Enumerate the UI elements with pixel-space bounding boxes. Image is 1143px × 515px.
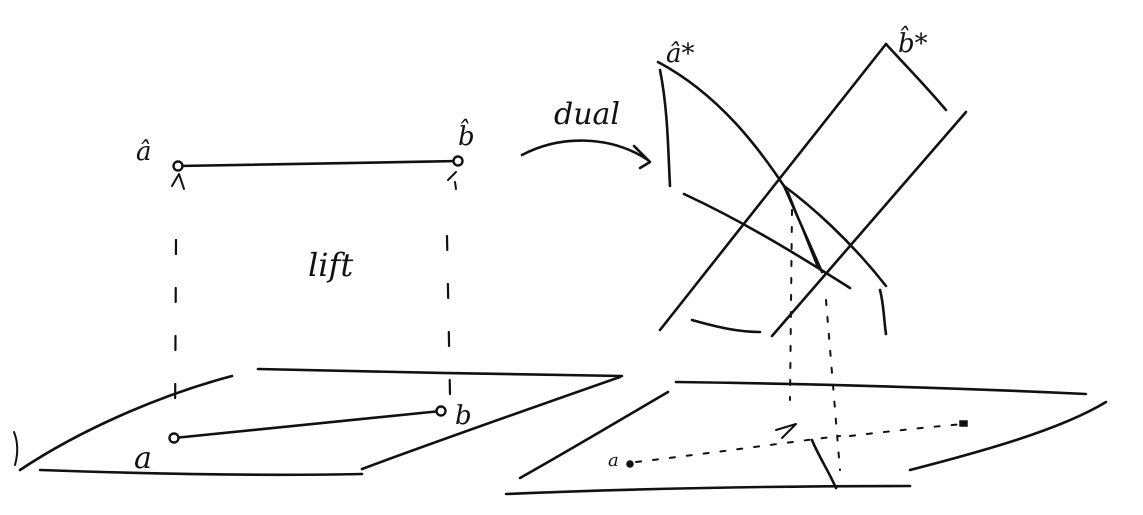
- tick-b-hat: [447, 171, 457, 190]
- plane-r-dash-2: [849, 423, 965, 437]
- projection-line-1: [789, 209, 793, 401]
- label-a-right: a: [608, 450, 619, 471]
- lifted-segment: [176, 159, 460, 168]
- projected-segment: [172, 409, 443, 440]
- dual-arrow-curve: [520, 139, 650, 162]
- label-b: b: [455, 401, 472, 431]
- point-a-hat: [172, 160, 184, 172]
- dual-arrow-head: [632, 144, 652, 170]
- left-figure: â b̂ lift a b: [13, 118, 624, 477]
- plane-bottom-edge: [38, 468, 364, 477]
- plane-a-star-right: [878, 288, 888, 336]
- intersection-segment-b: [787, 191, 819, 269]
- plane-top-edge: [256, 367, 624, 378]
- plane-r-bottom-edge: [504, 484, 912, 496]
- plane-a-star-bottom: [682, 192, 852, 290]
- point-b-hat: [452, 155, 464, 167]
- label-a: a: [134, 441, 152, 476]
- plane-side-mark: [13, 431, 19, 466]
- label-lift: lift: [308, 246, 353, 284]
- plane-r-left-edge: [518, 390, 670, 480]
- dual-arrow-group: dual: [520, 97, 652, 170]
- plane-b-star-left-edge: [658, 42, 888, 332]
- lift-line-left: [173, 238, 178, 427]
- plane-r-top-edge: [674, 380, 1088, 396]
- plane-a-star-lower: [690, 318, 762, 334]
- plane-left-edge: [18, 374, 234, 472]
- label-b-hat-star: b̂*: [898, 25, 928, 59]
- point-a-right: [626, 460, 634, 468]
- plane-right-edge: [360, 375, 622, 471]
- point-b: [435, 405, 447, 417]
- plane-r-corner-mark: [775, 423, 797, 439]
- lift-line-right: [445, 234, 452, 397]
- label-b-hat: b̂: [458, 118, 475, 152]
- plane-b-star-top-edge: [884, 42, 948, 112]
- plane-r-dash-1: [635, 435, 841, 463]
- point-a: [168, 432, 180, 444]
- point-end-right: [959, 420, 968, 427]
- tick-a-hat: [171, 173, 185, 190]
- label-a-hat: â: [136, 137, 152, 167]
- label-dual: dual: [554, 97, 620, 132]
- right-figure: â* b̂* a: [504, 25, 1108, 496]
- plane-a-star-top: [656, 60, 888, 288]
- plane-r-ridge: [810, 438, 838, 490]
- plane-a-star-left: [658, 68, 672, 188]
- plane-r-right-edge: [908, 400, 1108, 472]
- label-a-hat-star: â*: [666, 39, 695, 69]
- plane-b-star-right-edge: [770, 110, 968, 338]
